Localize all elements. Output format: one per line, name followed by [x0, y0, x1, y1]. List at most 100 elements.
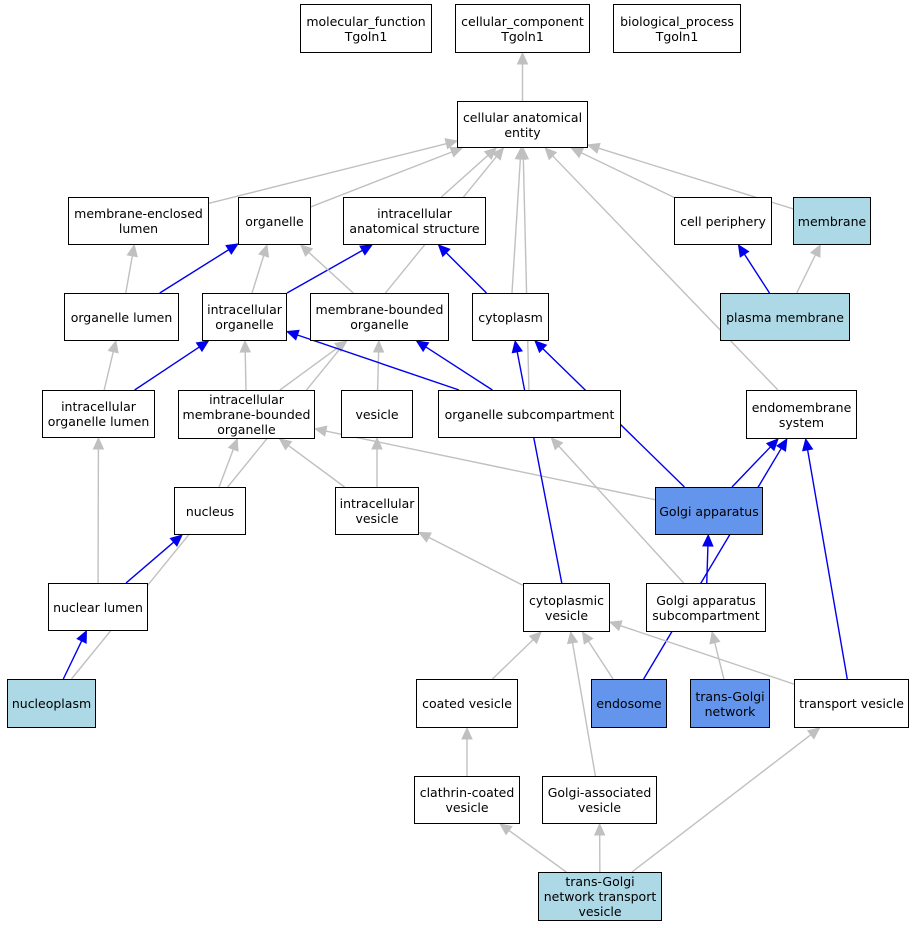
- node-cellular-component[interactable]: cellular_component Tgoln1: [455, 4, 590, 53]
- edge-arrowhead-trans_golgi_network_transport_vesicle-to-clathrin_coated_vesicle: [499, 823, 513, 836]
- node-endosome[interactable]: endosome: [591, 679, 667, 728]
- node-organelle[interactable]: organelle: [238, 197, 311, 245]
- edge-plasma_membrane-to-cell_periphery: [743, 253, 771, 294]
- edge-arrowhead-transport_vesicle-to-endomembrane_system: [802, 437, 814, 452]
- edge-arrowhead-coated_vesicle-to-cytoplasmic_vesicle: [528, 631, 542, 645]
- node-membrane-bounded-organelle[interactable]: membrane-bounded organelle: [310, 293, 449, 341]
- edge-arrowhead-plasma_membrane-to-membrane: [810, 243, 821, 258]
- edge-arrowhead-cytoplasmic_vesicle-to-cytoplasm: [511, 339, 523, 354]
- node-membrane-enclosed-lumen[interactable]: membrane-enclosed lumen: [68, 197, 209, 245]
- edge-arrowhead-intracellular_organelle-to-organelle: [258, 243, 270, 258]
- edge-organelle_subcompartment-to-membrane_bounded_organelle: [425, 346, 493, 391]
- edge-arrowhead-organelle_subcompartment-to-membrane_bounded_organelle: [415, 340, 430, 353]
- edge-nucleus-to-intracellular_membrane_bounded_organelle: [218, 449, 234, 488]
- edge-arrowhead-golgi_associated_vesicle-to-cytoplasmic_vesicle: [566, 630, 579, 645]
- node-nucleus[interactable]: nucleus: [174, 487, 246, 535]
- edge-organelle_subcompartment-to-cellular_anatomical_entity: [522, 158, 530, 391]
- node-intracellular-organelle[interactable]: intracellular organelle: [202, 293, 287, 341]
- edge-arrowhead-golgi_apparatus-to-cytoplasm: [534, 340, 548, 354]
- node-nuclear-lumen[interactable]: nuclear lumen: [48, 583, 148, 631]
- node-intracellular-organelle-lumen[interactable]: intracellular organelle lumen: [42, 390, 155, 438]
- edge-coated_vesicle-to-cytoplasmic_vesicle: [491, 639, 534, 680]
- edge-arrowhead-trans_golgi_network_transport_vesicle-to-transport_vesicle: [806, 727, 821, 740]
- node-plasma-membrane[interactable]: plasma membrane: [720, 293, 850, 341]
- node-coated-vesicle[interactable]: coated vesicle: [416, 679, 518, 728]
- edge-arrowhead-membrane_bounded_organelle-to-organelle: [299, 244, 314, 258]
- node-endomembrane-system[interactable]: endomembrane system: [746, 390, 857, 439]
- edge-arrowhead-cytoplasmic_vesicle-to-intracellular_vesicle: [417, 531, 432, 543]
- edge-intracellular_vesicle-to-intracellular_membrane_bounded_organelle: [288, 444, 345, 488]
- edge-plasma_membrane-to-membrane: [796, 254, 817, 294]
- node-transport-vesicle[interactable]: transport vesicle: [794, 679, 909, 728]
- edge-arrowhead-trans_golgi_network-to-golgi_apparatus_subcompartment: [709, 630, 721, 645]
- edge-arrowhead-organelle_subcompartment-to-cellular_anatomical_entity: [517, 146, 530, 160]
- edge-organelle-to-cellular_anatomical_entity: [310, 151, 453, 208]
- edge-endosome-to-endomembrane_system: [643, 448, 782, 680]
- edge-arrowhead-golgi_apparatus-to-endomembrane_system: [765, 438, 779, 452]
- edge-arrowhead-intracellular_membrane_bounded_organelle-to-membrane_bounded_organelle: [334, 340, 348, 353]
- edge-nuclear_lumen-to-nucleus: [125, 541, 175, 584]
- edge-membrane_bounded_organelle-to-organelle: [308, 251, 354, 294]
- edge-arrowhead-nucleoplasm-to-cellular_anatomical_entity: [491, 147, 505, 161]
- edge-golgi_apparatus-to-endomembrane_system: [731, 446, 771, 488]
- edge-trans_golgi_network_transport_vesicle-to-transport_vesicle: [631, 734, 812, 873]
- edge-golgi_apparatus_subcompartment-to-golgi_apparatus: [706, 545, 709, 584]
- edge-arrowhead-intracellular_vesicle-to-vesicle: [371, 436, 383, 450]
- edge-organelle_subcompartment-to-intracellular_organelle: [297, 334, 460, 391]
- node-golgi-associated-vesicle[interactable]: Golgi-associated vesicle: [542, 776, 657, 824]
- node-golgi-apparatus-subcompartment[interactable]: Golgi apparatus subcompartment: [646, 583, 766, 632]
- node-cytoplasm[interactable]: cytoplasm: [472, 293, 549, 341]
- edge-arrowhead-nucleus-to-intracellular_membrane_bounded_organelle: [227, 437, 239, 452]
- edge-arrowhead-endosome-to-endomembrane_system: [776, 437, 788, 452]
- node-golgi-apparatus[interactable]: Golgi apparatus: [655, 487, 763, 535]
- node-vesicle[interactable]: vesicle: [341, 390, 413, 438]
- edge-arrowhead-organelle_lumen-to-organelle: [225, 243, 240, 255]
- edge-vesicle-to-membrane_bounded_organelle: [376, 351, 380, 391]
- edge-arrowhead-intracellular_vesicle-to-intracellular_membrane_bounded_organelle: [278, 438, 293, 451]
- edge-arrowhead-organelle-to-cellular_anatomical_entity: [449, 146, 464, 158]
- edge-arrowhead-nucleoplasm-to-nuclear_lumen: [76, 629, 87, 644]
- node-cytoplasmic-vesicle[interactable]: cytoplasmic vesicle: [523, 583, 610, 632]
- edge-arrowhead-golgi_apparatus_subcompartment-to-organelle_subcompartment: [550, 437, 564, 451]
- node-intracellular-anatomical-structure[interactable]: intracellular anatomical structure: [343, 197, 486, 245]
- edge-transport_vesicle-to-endomembrane_system: [806, 449, 848, 680]
- node-cellular-anatomical-entity[interactable]: cellular anatomical entity: [457, 101, 588, 148]
- edge-arrowhead-vesicle-to-membrane_bounded_organelle: [372, 339, 385, 353]
- edge-cell_periphery-to-cellular_anatomical_entity: [580, 152, 675, 199]
- edge-arrowhead-membrane-to-cellular_anatomical_entity: [586, 142, 601, 154]
- edge-arrowhead-intracellular_membrane_bounded_organelle-to-intracellular_organelle: [239, 339, 252, 353]
- edge-cytoplasmic_vesicle-to-cytoplasm: [516, 351, 563, 584]
- edge-golgi_apparatus_subcompartment-to-organelle_subcompartment: [558, 445, 685, 584]
- node-trans-golgi-network[interactable]: trans-Golgi network: [690, 679, 770, 728]
- edge-arrowhead-intracellular_organelle_lumen-to-organelle_lumen: [107, 339, 119, 354]
- edge-intracellular_organelle-to-organelle: [251, 255, 265, 294]
- node-organelle-lumen[interactable]: organelle lumen: [64, 293, 179, 341]
- node-biological-process[interactable]: biological_process Tgoln1: [613, 4, 741, 53]
- edge-arrowhead-endosome-to-cytoplasmic_vesicle: [581, 630, 594, 645]
- edge-intracellular_organelle_lumen-to-organelle_lumen: [103, 351, 114, 391]
- edge-intracellular_membrane_bounded_organelle-to-membrane_bounded_organelle: [279, 346, 339, 391]
- edge-organelle_lumen-to-organelle: [159, 249, 230, 294]
- node-intracellular-vesicle[interactable]: intracellular vesicle: [335, 487, 419, 535]
- node-membrane[interactable]: membrane: [793, 197, 871, 245]
- edge-intracellular_organelle-to-intracellular_anatomical_structure: [286, 249, 363, 294]
- node-nucleoplasm[interactable]: nucleoplasm: [7, 679, 96, 728]
- node-cell-periphery[interactable]: cell periphery: [674, 197, 772, 245]
- edge-arrowhead-cytoplasm-to-intracellular_anatomical_structure: [437, 244, 451, 258]
- edge-membrane_enclosed_lumen-to-cellular_anatomical_entity: [208, 142, 447, 204]
- edge-cytoplasm-to-intracellular_anatomical_structure: [445, 252, 487, 294]
- node-molecular-function[interactable]: molecular_function Tgoln1: [300, 4, 432, 53]
- edge-arrowhead-cell_periphery-to-cellular_anatomical_entity: [570, 147, 585, 159]
- edge-arrowhead-transport_vesicle-to-cytoplasmic_vesicle: [608, 620, 623, 632]
- edge-arrowhead-nuclear_lumen-to-nucleus: [169, 534, 183, 547]
- node-clathrin-coated-vesicle[interactable]: clathrin-coated vesicle: [414, 776, 520, 824]
- node-intracellular-membrane-bounded-organelle[interactable]: intracellular membrane-bounded organelle: [178, 390, 315, 439]
- edge-arrowhead-trans_golgi_network_transport_vesicle-to-golgi_associated_vesicle: [593, 822, 606, 836]
- edge-arrowhead-organelle_subcompartment-to-intracellular_organelle: [285, 329, 300, 341]
- edge-arrowhead-endomembrane_system-to-cellular_anatomical_entity: [544, 147, 558, 161]
- node-trans-golgi-network-transport-vesicle[interactable]: trans-Golgi network transport vesicle: [538, 872, 662, 921]
- node-organelle-subcompartment[interactable]: organelle subcompartment: [438, 390, 621, 438]
- edge-endosome-to-cytoplasmic_vesicle: [587, 640, 614, 680]
- edge-arrowhead-intracellular_organelle_lumen-to-intracellular_organelle: [195, 340, 210, 353]
